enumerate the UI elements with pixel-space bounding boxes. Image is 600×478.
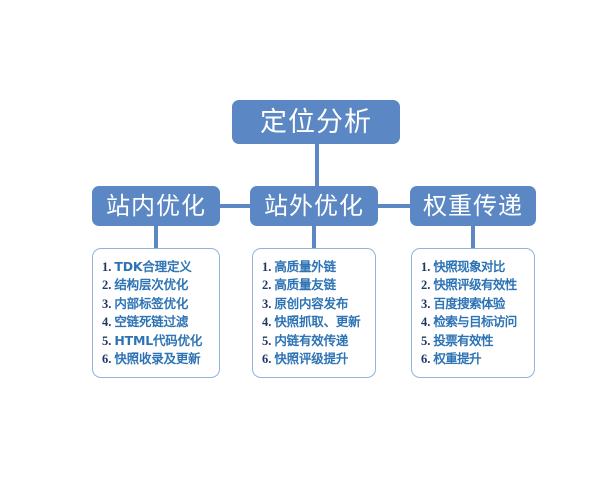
list-item-number: 2. — [102, 278, 112, 293]
list-item[interactable]: 6. 快照收录及更新 — [93, 350, 219, 368]
connector-offsite-to-card-vertical — [312, 226, 316, 248]
node-onsite-label: 站内优化 — [106, 192, 206, 220]
list-item[interactable]: 1. 高质量外链 — [253, 258, 375, 276]
list-item[interactable]: 5. HTML代码优化 — [93, 332, 219, 350]
list-item[interactable]: 6. 权重提升 — [412, 350, 534, 368]
node-root[interactable]: 定位分析 — [232, 100, 400, 144]
list-item-label: 结构层次优化 — [114, 277, 189, 293]
node-weight-transfer[interactable]: 权重传递 — [410, 186, 536, 226]
list-item-number: 5. — [102, 333, 112, 348]
list-item-label: 投票有效性 — [433, 332, 493, 348]
list-item[interactable]: 5. 投票有效性 — [412, 332, 534, 350]
list-onsite-items: 1. TDK合理定义 2. 结构层次优化 3. 内部标签优化 4. 空链死链过滤… — [93, 258, 219, 368]
list-item[interactable]: 4. 检索与目标访问 — [412, 313, 534, 331]
list-item-number: 3. — [421, 296, 431, 311]
list-item-label: 内部标签优化 — [114, 295, 189, 311]
connector-weight-to-card-vertical — [471, 226, 475, 248]
list-item[interactable]: 2. 快照评级有效性 — [412, 276, 534, 294]
list-item-label: 快照评级有效性 — [433, 277, 517, 293]
list-item-number: 4. — [262, 315, 272, 330]
list-item-number: 2. — [421, 278, 431, 293]
list-item-label: 高质量外链 — [274, 259, 336, 274]
list-item[interactable]: 3. 百度搜索体验 — [412, 295, 534, 313]
list-item-label: TDK合理定义 — [114, 259, 192, 274]
list-item-number: 5. — [421, 333, 431, 348]
list-offsite-items: 1. 高质量外链 2. 高质量友链 3. 原创内容发布 4. 快照抓取、更新 5… — [253, 258, 375, 368]
list-item-label: 快照评级提升 — [274, 351, 349, 367]
list-item[interactable]: 2. 高质量友链 — [253, 276, 375, 294]
list-item[interactable]: 4. 空链死链过滤 — [93, 313, 219, 331]
list-item-label: 快照抓取、更新 — [274, 314, 361, 330]
list-weight-items: 1. 快照现象对比 2. 快照评级有效性 3. 百度搜索体验 4. 检索与目标访… — [412, 258, 534, 368]
list-item[interactable]: 1. 快照现象对比 — [412, 258, 534, 276]
connector-offsite-to-weight-horizontal — [378, 204, 410, 208]
list-item-label: 原创内容发布 — [274, 295, 349, 311]
list-item-number: 1. — [102, 260, 112, 274]
card-onsite-optimization: 1. TDK合理定义 2. 结构层次优化 3. 内部标签优化 4. 空链死链过滤… — [92, 248, 220, 378]
list-item-label: 权重提升 — [433, 351, 481, 367]
node-onsite-optimization[interactable]: 站内优化 — [92, 186, 220, 226]
node-weight-label: 权重传递 — [423, 192, 523, 220]
list-item-number: 4. — [421, 315, 431, 330]
list-item-number: 1. — [421, 260, 431, 274]
connector-onsite-to-card-vertical — [154, 226, 158, 248]
node-root-label: 定位分析 — [260, 106, 372, 138]
list-item-label: 空链死链过滤 — [114, 314, 189, 330]
node-offsite-label: 站外优化 — [264, 192, 364, 220]
list-item[interactable]: 2. 结构层次优化 — [93, 276, 219, 294]
list-item[interactable]: 6. 快照评级提升 — [253, 350, 375, 368]
list-item-number: 1. — [262, 260, 272, 274]
list-item[interactable]: 5. 内链有效传递 — [253, 332, 375, 350]
list-item-number: 6. — [102, 352, 112, 367]
list-item-number: 3. — [102, 296, 112, 311]
list-item-label: HTML代码优化 — [114, 332, 203, 348]
list-item-number: 6. — [262, 352, 272, 367]
list-item[interactable]: 1. TDK合理定义 — [93, 258, 219, 276]
list-item-label: 百度搜索体验 — [433, 295, 505, 311]
connector-onsite-to-offsite-horizontal — [220, 204, 250, 208]
list-item-number: 4. — [102, 315, 112, 330]
list-item[interactable]: 4. 快照抓取、更新 — [253, 313, 375, 331]
list-item-label: 高质量友链 — [274, 277, 336, 293]
list-item-label: 内链有效传递 — [274, 332, 349, 348]
list-item-number: 3. — [262, 296, 272, 311]
list-item[interactable]: 3. 原创内容发布 — [253, 295, 375, 313]
list-item[interactable]: 3. 内部标签优化 — [93, 295, 219, 313]
list-item-label: 检索与目标访问 — [433, 314, 517, 330]
card-offsite-optimization: 1. 高质量外链 2. 高质量友链 3. 原创内容发布 4. 快照抓取、更新 5… — [252, 248, 376, 378]
node-offsite-optimization[interactable]: 站外优化 — [250, 186, 378, 226]
list-item-number: 2. — [262, 278, 272, 293]
list-item-label: 快照收录及更新 — [114, 351, 201, 367]
card-weight-transfer: 1. 快照现象对比 2. 快照评级有效性 3. 百度搜索体验 4. 检索与目标访… — [411, 248, 535, 378]
connector-root-to-offsite-vertical — [315, 144, 319, 186]
list-item-label: 快照现象对比 — [433, 259, 505, 274]
list-item-number: 6. — [421, 352, 431, 367]
list-item-number: 5. — [262, 333, 272, 348]
